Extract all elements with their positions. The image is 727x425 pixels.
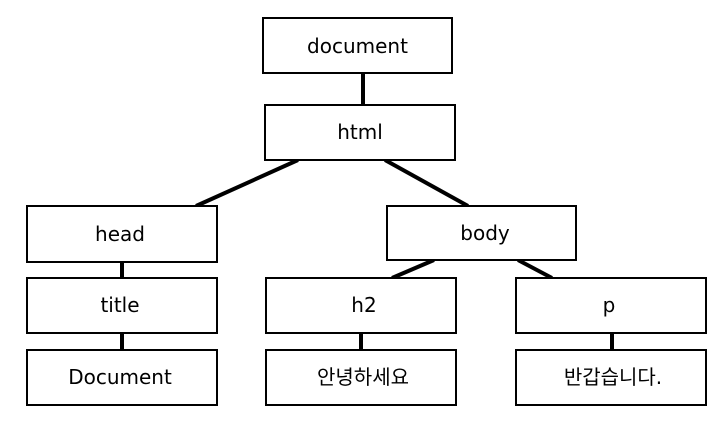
node-document-label: document	[307, 34, 408, 58]
node-title-text-box	[26, 349, 218, 406]
edge-html-head	[195, 158, 299, 208]
node-html-box	[264, 104, 456, 161]
node-head: head	[26, 205, 218, 263]
node-document: document	[262, 17, 453, 74]
node-document-box	[262, 17, 453, 74]
edge-body-p	[517, 258, 553, 280]
node-head-label: head	[95, 222, 145, 246]
node-p-text-label: 반갑습니다.	[564, 365, 662, 389]
node-body-label: body	[460, 221, 510, 245]
node-p-text-box	[515, 349, 707, 406]
edge-body-h2	[391, 258, 435, 280]
node-body-box	[386, 205, 577, 261]
edge-html-body	[384, 158, 469, 208]
node-h2-text: 안녕하세요	[265, 349, 457, 406]
node-title: title	[26, 277, 218, 334]
node-body: body	[386, 205, 577, 261]
node-h2-text-box	[265, 349, 457, 406]
node-html: html	[264, 104, 456, 161]
node-h2-label: h2	[351, 293, 376, 317]
tree-edges	[120, 73, 614, 350]
node-html-label: html	[337, 120, 383, 144]
node-p-text: 반갑습니다.	[515, 349, 707, 406]
node-title-text-label: Document	[68, 365, 172, 389]
node-title-text: Document	[26, 349, 218, 406]
node-h2-text-label: 안녕하세요	[317, 365, 409, 389]
node-title-label: title	[100, 293, 139, 317]
node-p: p	[515, 277, 707, 334]
node-p-label: p	[603, 293, 616, 317]
node-p-box	[515, 277, 707, 334]
node-h2: h2	[265, 277, 457, 334]
node-head-box	[26, 205, 218, 263]
node-h2-box	[265, 277, 457, 334]
node-title-box	[26, 277, 218, 334]
